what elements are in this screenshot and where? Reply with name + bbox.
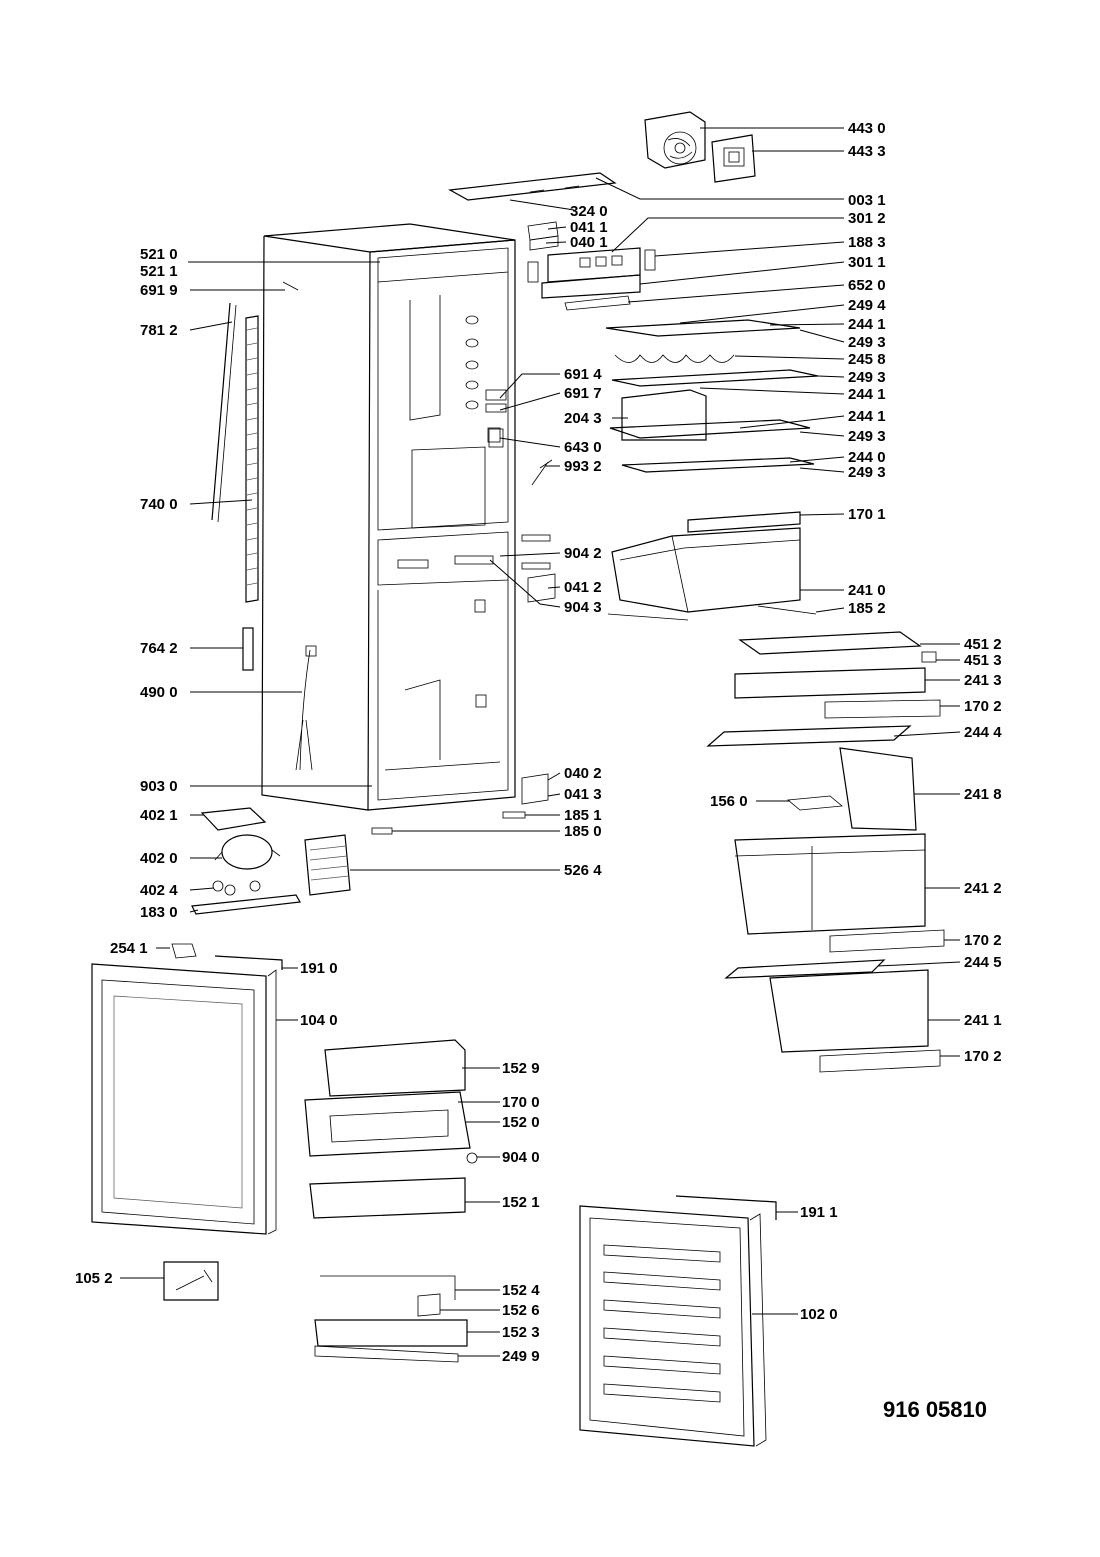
part-label: 402 4 [140, 882, 178, 899]
top-duct-drawing [448, 172, 617, 201]
part-label: 402 1 [140, 807, 178, 824]
part-label: 443 3 [848, 143, 886, 160]
part-label: 188 3 [848, 234, 886, 251]
line-art [91, 111, 945, 1447]
power-cord-drawing [295, 649, 313, 771]
part-label: 104 0 [300, 1012, 338, 1029]
cabinet-drawing [261, 223, 516, 811]
part-label: 102 0 [800, 1306, 838, 1323]
part-label: 183 0 [140, 904, 178, 921]
fan-motor-drawing [644, 111, 706, 169]
fan-cover-drawing [711, 134, 756, 183]
part-label: 105 2 [75, 1270, 113, 1287]
part-label: 490 0 [140, 684, 178, 701]
part-label: 904 2 [564, 545, 602, 562]
part-label: 254 1 [110, 940, 148, 957]
part-label: 691 9 [140, 282, 178, 299]
part-label: 324 0 [570, 203, 608, 220]
part-label: 170 2 [964, 932, 1002, 949]
part-label: 170 0 [502, 1094, 540, 1111]
part-label: 152 3 [502, 1324, 540, 1341]
drawers-drawing [607, 511, 945, 1073]
part-label: 204 3 [564, 410, 602, 427]
part-label: 740 0 [140, 496, 178, 513]
part-label: 691 4 [564, 366, 602, 383]
part-label: 041 3 [564, 786, 602, 803]
part-label: 402 0 [140, 850, 178, 867]
part-label: 526 4 [564, 862, 602, 879]
document-number: 916 05810 [883, 1397, 987, 1422]
part-label: 041 1 [570, 219, 608, 236]
part-label: 185 1 [564, 807, 602, 824]
part-label: 652 0 [848, 277, 886, 294]
part-label: 691 7 [564, 385, 602, 402]
part-label: 521 0 [140, 246, 178, 263]
part-label: 185 0 [564, 823, 602, 840]
evaporator-drawing [304, 834, 351, 896]
compressor-drawing [221, 834, 273, 870]
part-label: 241 8 [964, 786, 1002, 803]
part-label: 904 3 [564, 599, 602, 616]
part-label: 040 1 [570, 234, 608, 251]
part-label: 191 1 [800, 1204, 838, 1221]
part-label: 249 3 [848, 334, 886, 351]
part-label: 245 8 [848, 351, 886, 368]
part-label: 781 2 [140, 322, 178, 339]
part-label: 301 2 [848, 210, 886, 227]
part-label: 152 1 [502, 1194, 540, 1211]
part-label: 443 0 [848, 120, 886, 137]
part-label: 244 1 [848, 386, 886, 403]
part-label: 903 0 [140, 778, 178, 795]
part-label: 993 2 [564, 458, 602, 475]
part-label: 191 0 [300, 960, 338, 977]
fridge-door-drawing [91, 943, 283, 1235]
part-label: 152 0 [502, 1114, 540, 1131]
part-label: 764 2 [140, 640, 178, 657]
part-label: 170 2 [964, 698, 1002, 715]
part-label: 249 3 [848, 369, 886, 386]
part-label: 241 2 [964, 880, 1002, 897]
freezer-door-drawing [579, 1195, 777, 1447]
part-label: 301 1 [848, 254, 886, 271]
part-label: 244 5 [964, 954, 1002, 971]
part-label: 241 3 [964, 672, 1002, 689]
shelves-drawing [605, 319, 819, 473]
part-label: 241 1 [964, 1012, 1002, 1029]
part-label: 904 0 [502, 1149, 540, 1166]
part-label: 156 0 [710, 793, 748, 810]
drier-drawing [242, 627, 254, 671]
part-label: 249 3 [848, 464, 886, 481]
part-label: 244 1 [848, 408, 886, 425]
part-label: 451 2 [964, 636, 1002, 653]
part-label: 040 2 [564, 765, 602, 782]
part-label: 249 4 [848, 297, 886, 314]
hinge-kit-drawing [163, 1261, 219, 1301]
part-label: 244 1 [848, 316, 886, 333]
part-label: 241 0 [848, 582, 886, 599]
tube-drawing [211, 302, 231, 521]
leader-lines [120, 127, 961, 1357]
part-label: 003 1 [848, 192, 886, 209]
part-label: 170 1 [848, 506, 886, 523]
part-label: 185 2 [848, 600, 886, 617]
part-label: 170 2 [964, 1048, 1002, 1065]
condenser-drawing [245, 315, 259, 603]
part-label: 521 1 [140, 263, 178, 280]
compressor-tray-drawing [200, 807, 267, 831]
part-label: 152 9 [502, 1060, 540, 1077]
part-label: 152 6 [502, 1302, 540, 1319]
part-label: 249 3 [848, 428, 886, 445]
part-label: 152 4 [502, 1282, 540, 1299]
part-label: 244 0 [848, 449, 886, 466]
door-shelves-drawing [304, 1039, 478, 1363]
control-housing-drawing [547, 247, 641, 283]
part-label: 451 3 [964, 652, 1002, 669]
part-label: 041 2 [564, 579, 602, 596]
part-label: 244 4 [964, 724, 1002, 741]
part-label: 249 9 [502, 1348, 540, 1365]
part-label: 643 0 [564, 439, 602, 456]
